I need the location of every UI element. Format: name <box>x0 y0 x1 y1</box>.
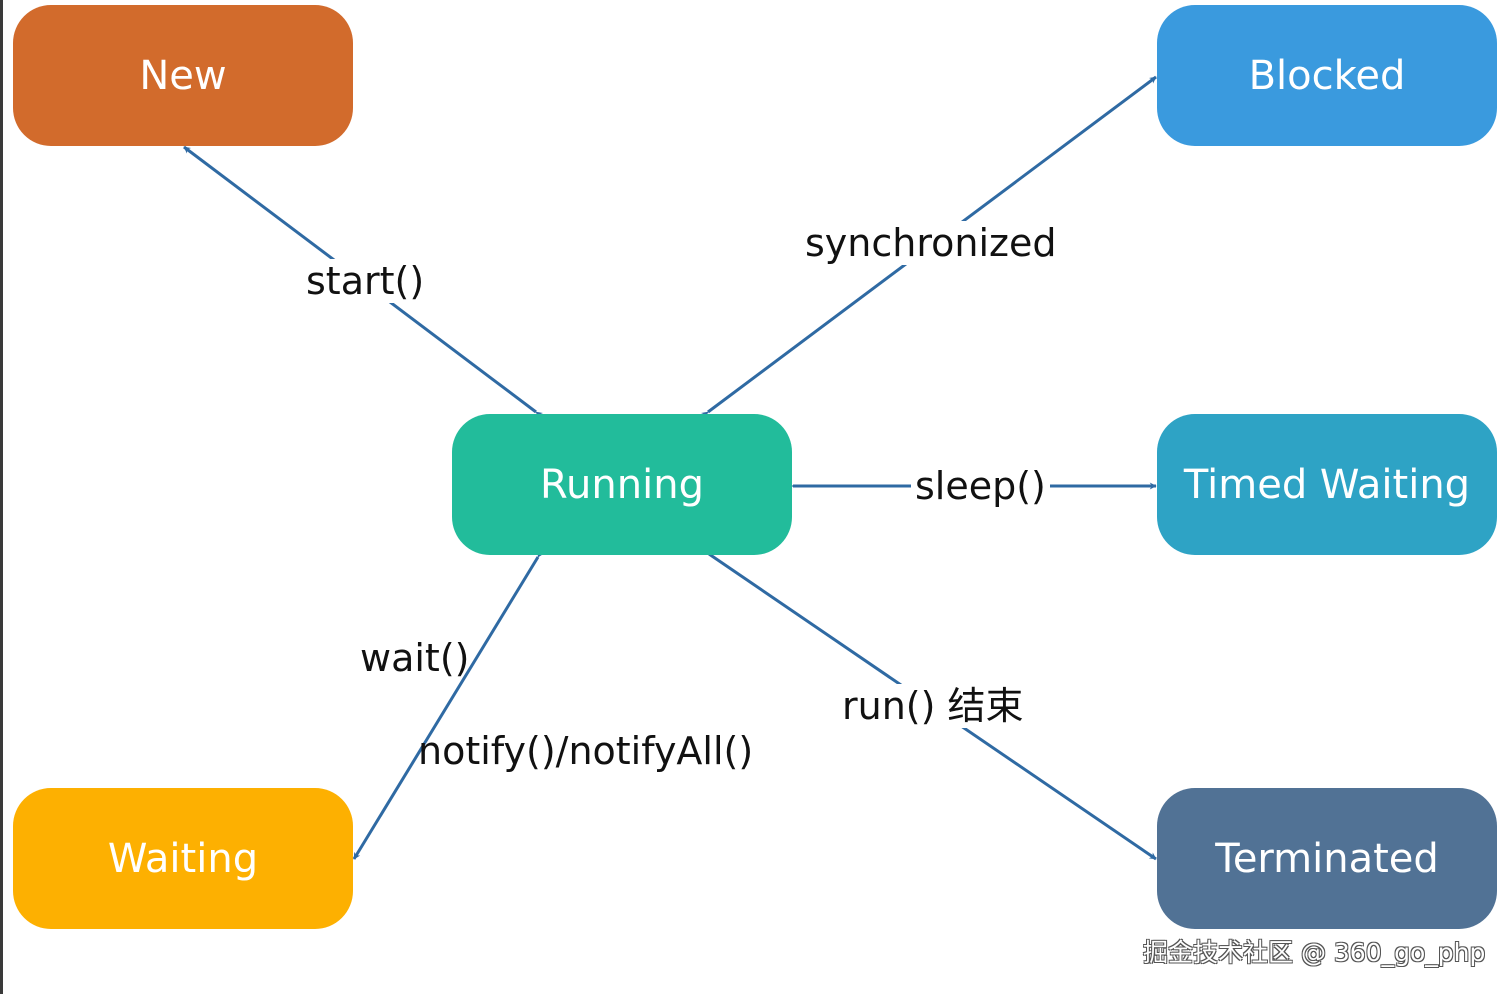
state-blocked: Blocked <box>1157 5 1497 146</box>
label-notify: notify()/notifyAll() <box>418 729 754 773</box>
label-sleep: sleep() <box>911 464 1050 508</box>
state-terminated: Terminated <box>1157 788 1497 929</box>
state-waiting-label: Waiting <box>107 835 259 882</box>
label-wait: wait() <box>360 636 470 680</box>
arrow-wait-notify <box>352 549 545 860</box>
label-start: start() <box>302 259 429 303</box>
state-blocked-label: Blocked <box>1248 52 1406 99</box>
state-new-label: New <box>139 52 227 99</box>
state-running-label: Running <box>540 461 704 508</box>
state-new: New <box>13 5 353 146</box>
watermark: 掘金技术社区 @ 360_go_php <box>1143 938 1486 967</box>
state-timed-waiting: Timed Waiting <box>1157 414 1497 555</box>
state-timed-waiting-label: Timed Waiting <box>1183 461 1471 508</box>
state-waiting: Waiting <box>13 788 353 929</box>
state-running: Running <box>452 414 792 555</box>
window-left-edge <box>0 0 3 994</box>
label-run-end: run() 结束 <box>838 684 1028 728</box>
state-terminated-label: Terminated <box>1215 835 1439 882</box>
label-synchronized: synchronized <box>801 221 1061 265</box>
